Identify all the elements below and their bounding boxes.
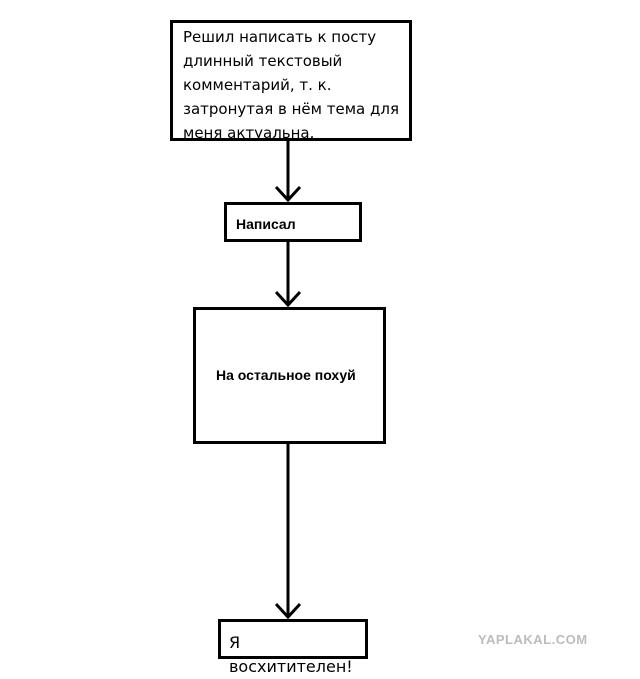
node-start: Решил написать к посту длинный текстовый… bbox=[170, 20, 412, 142]
edge-rest-to-end bbox=[274, 444, 302, 620]
node-end-text: Я восхитителен! bbox=[229, 633, 353, 676]
node-end: Я восхитителен! bbox=[218, 619, 368, 676]
node-wrote-text: Написал bbox=[236, 216, 296, 232]
watermark: YAPLAKAL.COM bbox=[478, 632, 588, 647]
node-rest: На остальное похуй bbox=[193, 307, 386, 444]
node-start-text: Решил написать к посту длинный текстовый… bbox=[183, 28, 399, 142]
node-wrote: Написал bbox=[224, 202, 362, 242]
edge-wrote-to-rest bbox=[274, 242, 302, 308]
edge-start-to-wrote bbox=[274, 141, 302, 203]
node-rest-text: На остальное похуй bbox=[216, 367, 356, 383]
